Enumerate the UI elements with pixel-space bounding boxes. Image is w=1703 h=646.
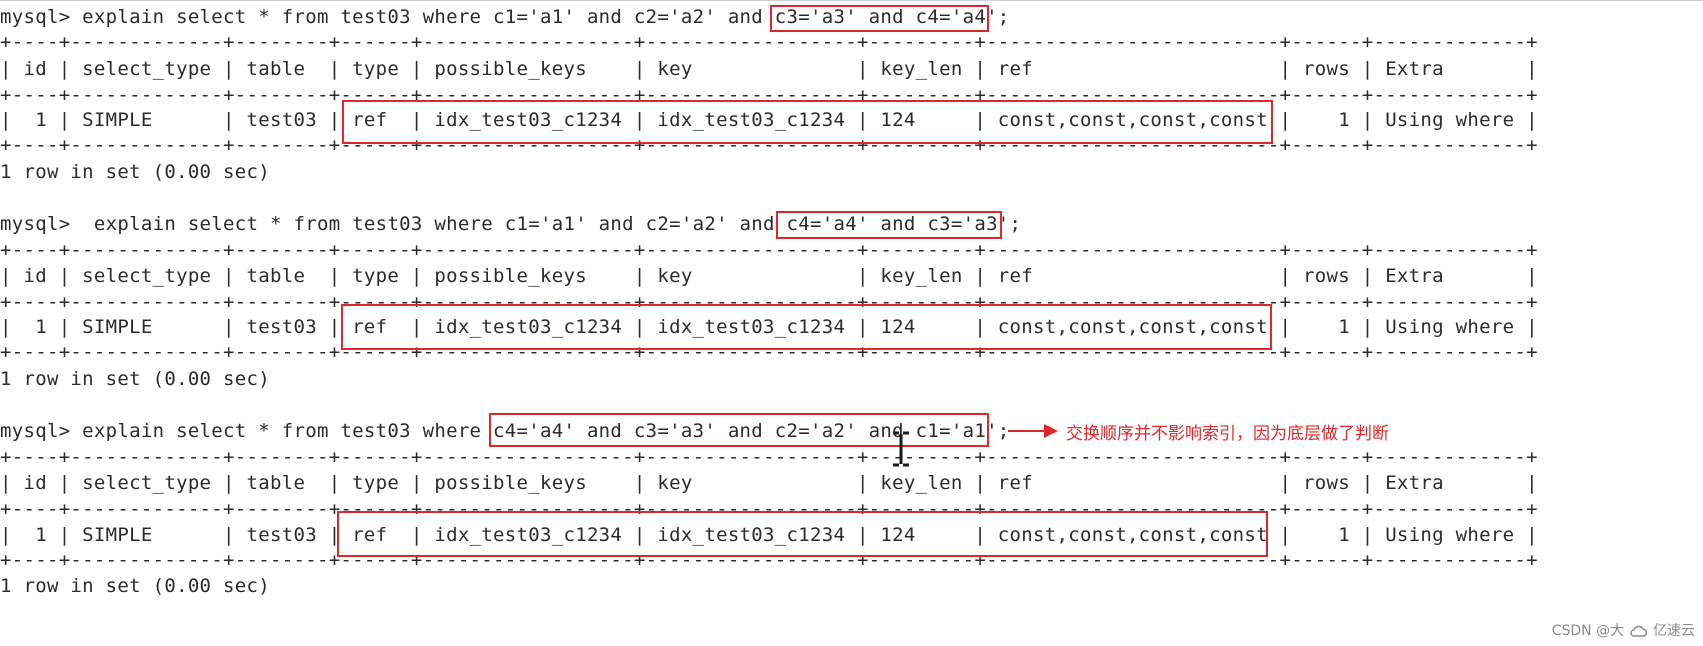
watermark: CSDN @大 亿速云	[1552, 620, 1695, 640]
sql-command-2: mysql> explain select * from test03 wher…	[0, 213, 1022, 235]
table-row-1: | 1 | SIMPLE | test03 | ref | idx_test03…	[0, 109, 1538, 131]
table-border-mid-1: +----+-------------+--------+------+----…	[0, 84, 1538, 106]
watermark-text: CSDN @大	[1551, 623, 1625, 639]
top-divider	[0, 0, 1703, 1]
arrow-right-icon	[1008, 424, 1058, 438]
result-footer-2: 1 row in set (0.00 sec)	[0, 368, 270, 390]
table-header-2: | id | select_type | table | type | poss…	[0, 265, 1538, 287]
sql-command-3: mysql> explain select * from test03 wher…	[0, 420, 1010, 442]
sql-command-1: mysql> explain select * from test03 wher…	[0, 6, 1010, 28]
table-row-3: | 1 | SIMPLE | test03 | ref | idx_test03…	[0, 524, 1538, 546]
table-border-top-3: +----+-------------+--------+------+----…	[0, 446, 1538, 468]
table-header-1: | id | select_type | table | type | poss…	[0, 58, 1538, 80]
cloud-logo-icon	[1629, 625, 1647, 637]
table-row-2: | 1 | SIMPLE | test03 | ref | idx_test03…	[0, 316, 1538, 338]
table-border-mid-3: +----+-------------+--------+------+----…	[0, 498, 1538, 520]
table-border-top-2: +----+-------------+--------+------+----…	[0, 239, 1538, 261]
table-border-bottom-1: +----+-------------+--------+------+----…	[0, 134, 1538, 156]
table-border-bottom-3: +----+-------------+--------+------+----…	[0, 549, 1538, 571]
table-header-3: | id | select_type | table | type | poss…	[0, 472, 1538, 494]
table-border-top-1: +----+-------------+--------+------+----…	[0, 31, 1538, 53]
table-border-bottom-2: +----+-------------+--------+------+----…	[0, 341, 1538, 363]
watermark-brand: 亿速云	[1653, 623, 1695, 639]
result-footer-1: 1 row in set (0.00 sec)	[0, 161, 270, 183]
result-footer-3: 1 row in set (0.00 sec)	[0, 575, 270, 597]
annotation-note: 交换顺序并不影响索引，因为底层做了判断	[1066, 424, 1389, 444]
text-cursor-icon	[893, 431, 909, 467]
table-border-mid-2: +----+-------------+--------+------+----…	[0, 291, 1538, 313]
